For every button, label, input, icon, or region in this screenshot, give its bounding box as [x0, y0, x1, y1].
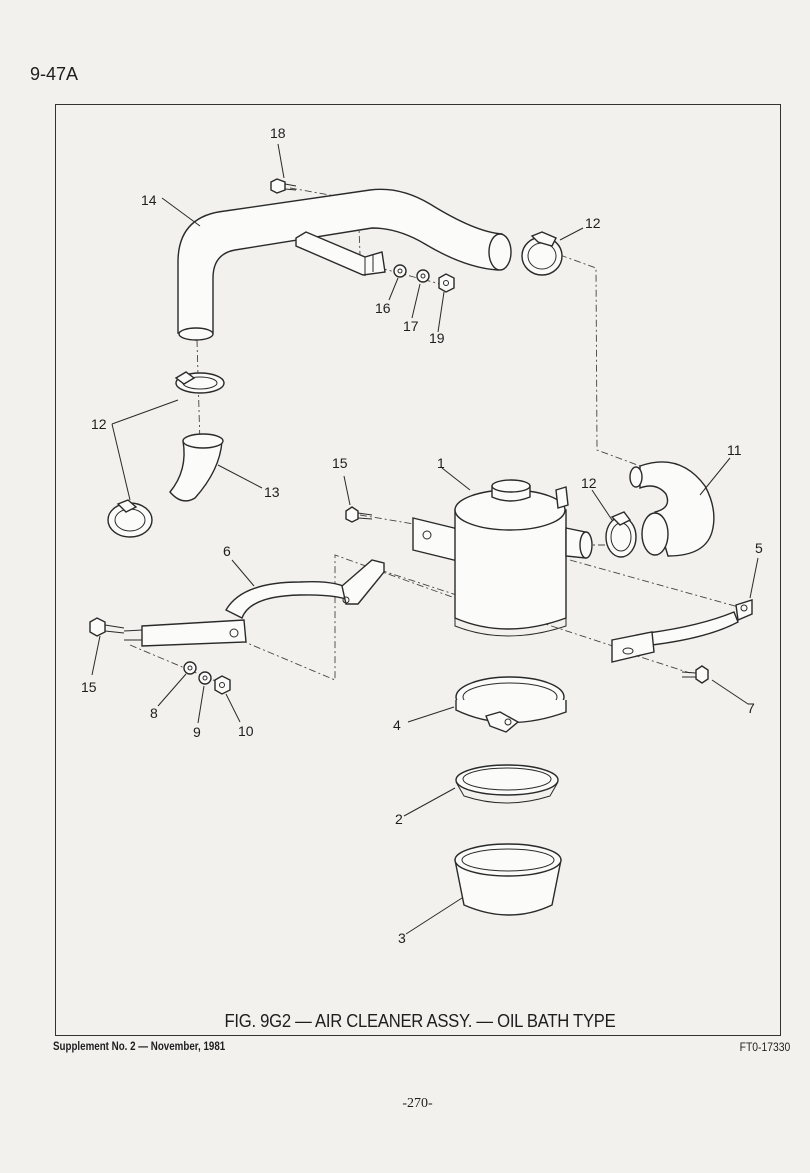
- callout-15-lower: 15: [81, 679, 97, 695]
- part-1-air-cleaner-body: [412, 479, 593, 637]
- callouts: 18 14 12 16 17 19 12 13 15 1 11 12 6 5 1…: [81, 125, 763, 946]
- part-9-lockwasher: [198, 671, 212, 685]
- callout-12-right: 12: [581, 475, 597, 491]
- page-number: 9-47A: [30, 64, 79, 84]
- part-4-clamp-ring: [455, 676, 567, 733]
- callout-12-left: 12: [91, 416, 107, 432]
- part-14-intake-tube: [177, 188, 512, 341]
- callout-16: 16: [375, 300, 391, 316]
- part-15-bolt-lower: [89, 617, 125, 637]
- callout-7: 7: [747, 700, 755, 716]
- callout-12-upper: 12: [585, 215, 601, 231]
- callout-11: 11: [727, 442, 742, 458]
- callout-9: 9: [193, 724, 201, 740]
- leader-lines: [91, 143, 759, 935]
- part-12-clamp-left-upper: [174, 371, 225, 394]
- callout-6: 6: [223, 543, 231, 559]
- part-11-hose: [629, 461, 715, 557]
- part-7-bolt: [681, 665, 709, 684]
- assembly-lines: [129, 187, 743, 686]
- part-12-clamp-upper: [521, 231, 563, 276]
- figure-code: FT0-17330: [739, 1042, 790, 1054]
- part-15-bolt-upper: [345, 506, 373, 523]
- part-3-oil-cup: [454, 843, 562, 916]
- callout-8: 8: [150, 705, 158, 721]
- part-12-clamp-left-lower: [107, 499, 153, 538]
- callout-3: 3: [398, 930, 406, 946]
- callout-2: 2: [395, 811, 403, 827]
- part-12-clamp-right: [605, 511, 637, 558]
- callout-13: 13: [264, 484, 280, 500]
- callout-18: 18: [270, 125, 286, 141]
- part-19-nut: [438, 273, 455, 293]
- tube-bracket: [295, 231, 386, 276]
- callout-5: 5: [755, 540, 763, 556]
- part-6-strap: [123, 559, 385, 647]
- callout-14: 14: [141, 192, 157, 208]
- callout-17: 17: [403, 318, 419, 334]
- callout-10: 10: [238, 723, 254, 739]
- footer-page-number: -270-: [402, 1096, 433, 1111]
- part-2-gasket: [455, 764, 559, 804]
- callout-15-upper: 15: [332, 455, 348, 471]
- part-17-lockwasher: [416, 269, 430, 283]
- part-13-elbow: [169, 433, 224, 502]
- callout-1: 1: [437, 455, 445, 471]
- part-18-bolt: [270, 178, 297, 194]
- part-8-washer: [183, 661, 197, 675]
- supplement-note: Supplement No. 2 — November, 1981: [53, 1041, 226, 1053]
- callout-4: 4: [393, 717, 401, 733]
- part-16-washer: [393, 264, 407, 278]
- figure-frame: [55, 104, 781, 1036]
- figure-caption: FIG. 9G2 — AIR CLEANER ASSY. — OIL BATH …: [224, 1010, 616, 1031]
- part-5-strap: [611, 599, 753, 663]
- callout-19: 19: [429, 330, 445, 346]
- part-10-nut: [214, 675, 231, 695]
